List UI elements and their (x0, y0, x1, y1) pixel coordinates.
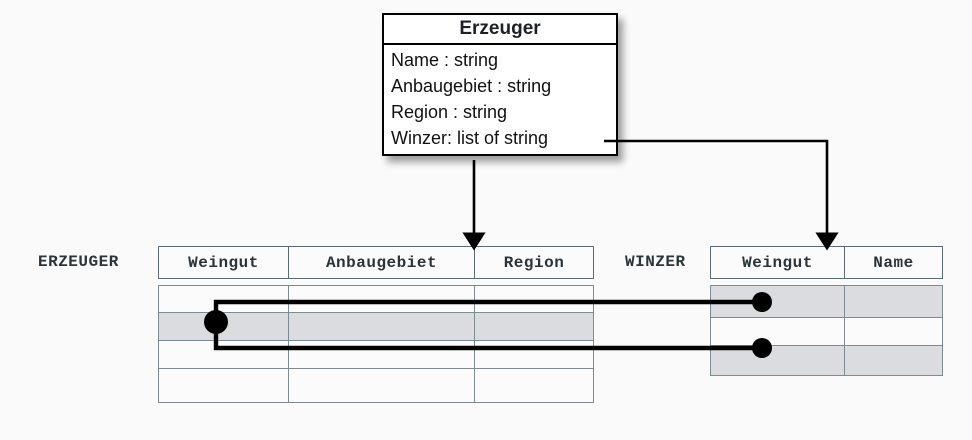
table-header-row: Weingut Name (710, 246, 943, 279)
cell-weingut[interactable] (158, 368, 289, 403)
uml-class-name: Erzeuger (384, 15, 616, 45)
uml-attribute-name: Name : string (391, 50, 499, 70)
cell-region[interactable] (474, 368, 594, 403)
table-row[interactable] (710, 285, 943, 318)
uml-attribute-winzer: Winzer: list of string (391, 128, 549, 148)
table-row[interactable] (158, 285, 594, 313)
cell-region[interactable] (474, 285, 594, 313)
cell-weingut[interactable] (710, 345, 845, 376)
table-row[interactable] (158, 340, 594, 369)
cell-name[interactable] (844, 317, 943, 346)
table-row[interactable] (158, 368, 594, 403)
cell-name[interactable] (844, 345, 943, 376)
table-row[interactable] (710, 317, 943, 346)
erzeuger-body-table (158, 285, 594, 403)
cell-name[interactable] (844, 285, 943, 318)
cell-anbaugebiet[interactable] (288, 312, 475, 341)
cell-weingut[interactable] (158, 312, 289, 341)
table-row[interactable] (158, 312, 594, 341)
table-row[interactable] (710, 345, 943, 376)
cell-region[interactable] (474, 340, 594, 369)
cell-anbaugebiet[interactable] (288, 368, 475, 403)
winzer-body-table (710, 285, 943, 376)
column-header-weingut[interactable]: Weingut (710, 246, 845, 279)
cell-weingut[interactable] (158, 340, 289, 369)
cell-weingut[interactable] (710, 285, 845, 318)
uml-attribute-anbaugebiet: Anbaugebiet : string (391, 76, 552, 96)
cell-anbaugebiet[interactable] (288, 340, 475, 369)
cell-weingut[interactable] (710, 317, 845, 346)
column-header-name[interactable]: Name (844, 246, 943, 279)
uml-attribute-list: Name : string Anbaugebiet : string Regio… (384, 45, 616, 154)
table-header-row: Weingut Anbaugebiet Region (158, 246, 594, 279)
relation-label-winzer: WINZER (625, 253, 686, 271)
uml-attribute-region: Region : string (391, 102, 508, 122)
arrow-winzer-attribute-to-winzer (604, 139, 839, 251)
erzeuger-header-table: Weingut Anbaugebiet Region (158, 246, 594, 279)
winzer-header-table: Weingut Name (710, 246, 943, 279)
cell-region[interactable] (474, 312, 594, 341)
cell-anbaugebiet[interactable] (288, 285, 475, 313)
column-header-region[interactable]: Region (474, 246, 594, 279)
column-header-weingut[interactable]: Weingut (158, 246, 289, 279)
relation-label-erzeuger: ERZEUGER (38, 253, 119, 271)
uml-class-box-erzeuger[interactable]: Erzeuger Name : string Anbaugebiet : str… (382, 13, 618, 156)
column-header-anbaugebiet[interactable]: Anbaugebiet (288, 246, 475, 279)
cell-weingut[interactable] (158, 285, 289, 313)
